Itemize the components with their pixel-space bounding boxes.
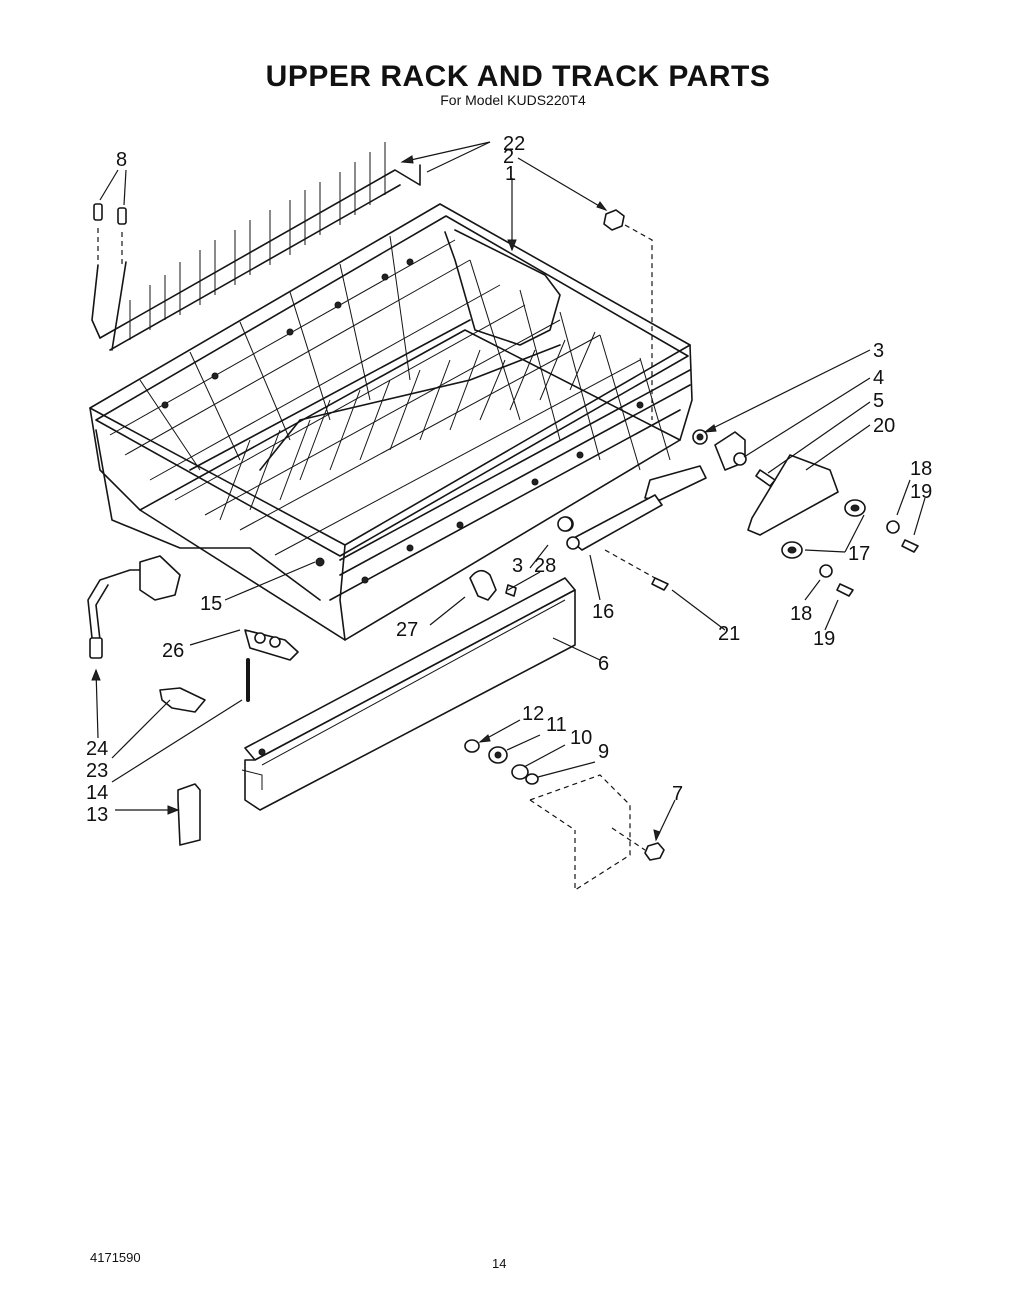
callout-13: 13 [86,804,108,826]
callout-10: 10 [570,727,592,749]
callout-14: 14 [86,782,108,804]
callout-24: 24 [86,738,108,760]
callout-15: 15 [200,593,222,615]
wheel-assembly [464,739,665,892]
document-code: 4171590 [90,1250,141,1265]
callout-11: 11 [546,714,567,736]
callout-5: 5 [873,390,884,412]
track-stop-assembly [558,209,919,597]
callout-28: 28 [534,555,556,577]
callout-2: 2 [503,146,514,168]
callout-17: 17 [848,543,870,565]
track-rail [241,577,576,811]
callout-19a: 19 [910,481,932,503]
callout-12: 12 [522,703,544,725]
callout-1: 1 [505,163,516,185]
callout-18a: 18 [910,458,932,480]
callout-18b: 18 [790,603,812,625]
model-subtitle: For Model KUDS220T4 [440,92,586,108]
callout-19b: 19 [813,628,835,650]
callout-8: 8 [116,149,127,171]
cup-shelf-tines [91,142,421,351]
callout-6: 6 [598,653,609,675]
callout-labels: 22 2 1 8 3 4 5 20 18 19 17 18 19 21 16 3… [86,133,932,826]
callout-9: 9 [598,741,609,763]
callout-21: 21 [718,623,740,645]
callout-20: 20 [873,415,895,437]
misc-small-parts [87,516,573,846]
callout-16: 16 [592,601,614,623]
callout-27: 27 [396,619,418,641]
callout-23: 23 [86,760,108,782]
callout-7: 7 [672,783,683,805]
callout-4: 4 [873,367,884,389]
page-number: 14 [492,1256,507,1271]
callout-22: 22 [503,133,525,155]
upper-rack-basket [89,203,693,641]
callout-3b: 3 [512,555,523,577]
clip-parts [93,203,127,265]
page-title: UPPER RACK AND TRACK PARTS [265,60,771,93]
callout-3a: 3 [873,340,884,362]
callout-26: 26 [162,640,184,662]
leader-lines [91,141,926,842]
